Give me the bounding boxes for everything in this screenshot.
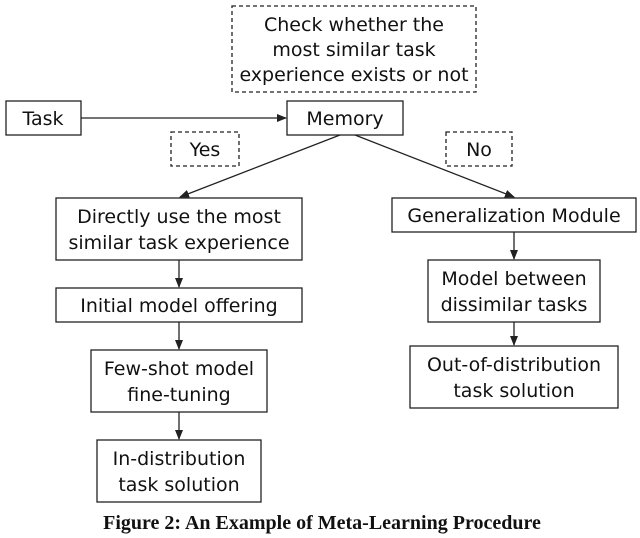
indist-line-1: In-distribution (113, 448, 246, 470)
indist-box (96, 439, 262, 503)
no-box (445, 131, 513, 167)
fewshot-line-2: fine-tuning (127, 384, 230, 406)
direct-line-2: similar task experience (68, 232, 289, 254)
yes-label: Yes (189, 139, 221, 161)
arrow-memory-to-general (354, 134, 515, 198)
no-label: No (466, 139, 492, 161)
note-line-2: most similar task (272, 39, 435, 61)
ood-line-1: Out-of-distribution (427, 354, 601, 376)
between-line-1: Model between (441, 268, 586, 290)
figure-caption: Figure 2: An Example of Meta-Learning Pr… (103, 512, 541, 534)
initial-label: Initial model offering (80, 295, 277, 317)
fewshot-box (90, 349, 268, 413)
yes-box (170, 131, 240, 167)
task-label: Task (21, 108, 63, 130)
note-line-3: experience exists or not (239, 64, 468, 86)
indist-line-2: task solution (118, 474, 239, 496)
arrow-memory-to-direct (179, 134, 341, 198)
general-label: Generalization Module (407, 205, 620, 227)
memory-label: Memory (306, 108, 383, 130)
memory-box (286, 100, 404, 136)
task-box (5, 100, 82, 136)
note-line-1: Check whether the (264, 14, 444, 36)
ood-line-2: task solution (453, 380, 574, 402)
note-box (231, 5, 477, 93)
fewshot-line-1: Few-shot model (104, 358, 254, 380)
between-line-2: dissimilar tasks (441, 294, 588, 316)
between-box (427, 259, 601, 323)
ood-box (409, 345, 619, 409)
general-box (391, 197, 637, 233)
direct-line-1: Directly use the most (77, 206, 281, 228)
